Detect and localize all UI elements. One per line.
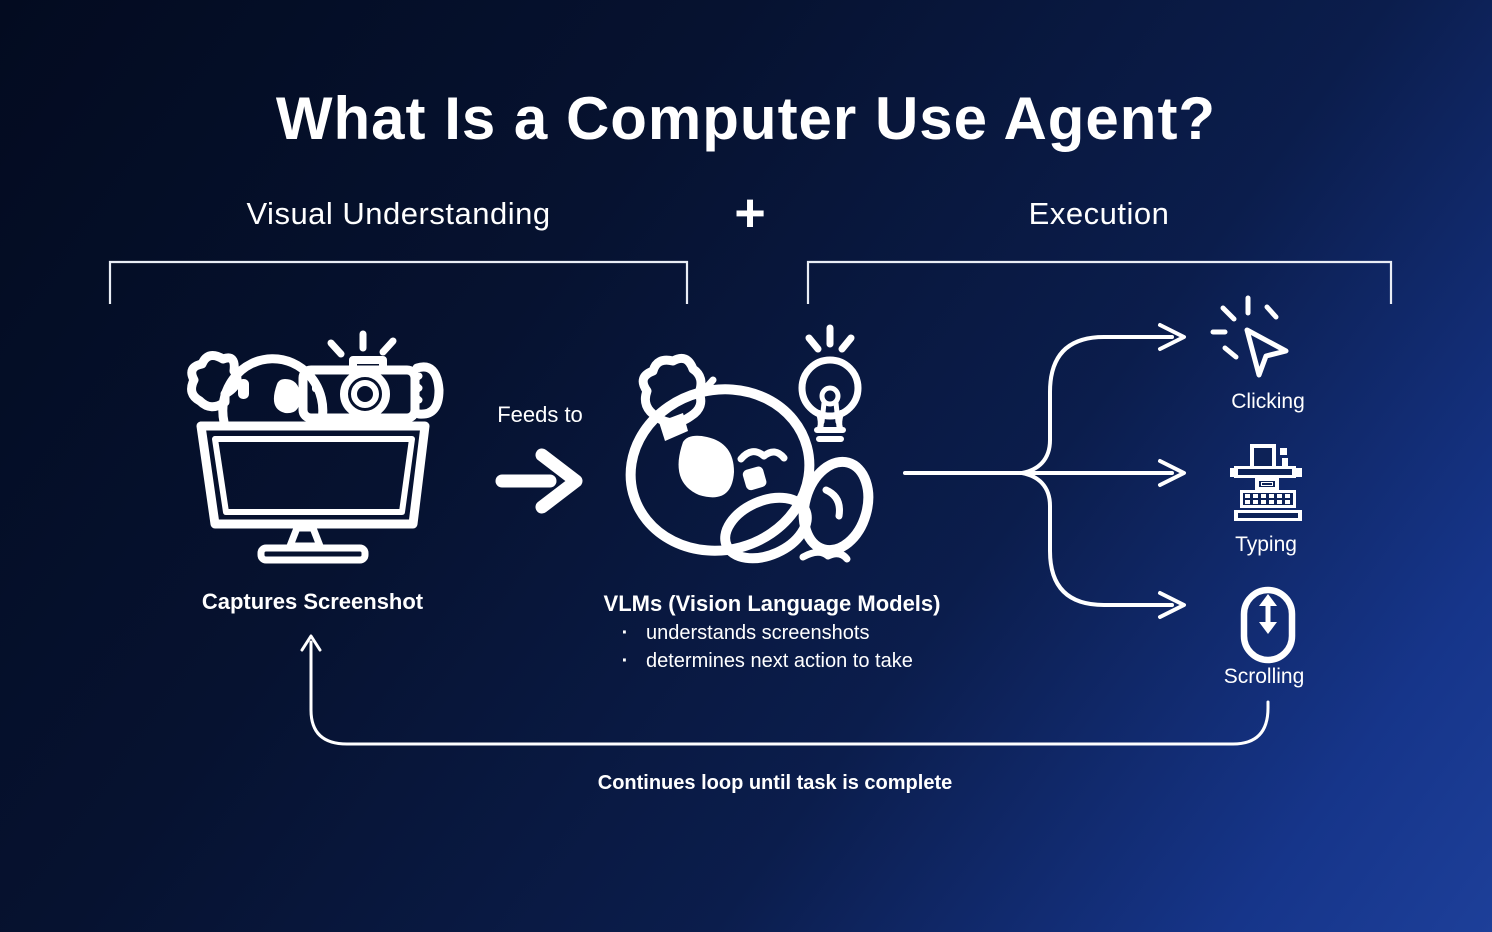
right-bracket	[806, 260, 1393, 304]
bullet-dot: ·	[621, 622, 629, 644]
feeds-to-label: Feeds to	[497, 402, 583, 427]
section-label-execution: Execution	[1028, 196, 1170, 231]
loop-caption: Continues loop until task is complete	[597, 772, 953, 794]
koala-thinking-lightbulb-icon	[625, 324, 874, 564]
feeds-right-arrow-icon	[495, 448, 583, 514]
captures-screenshot-caption: Captures Screenshot	[201, 589, 424, 614]
vlm-bullet-text: understands screenshots	[646, 622, 870, 644]
page-title: What Is a Computer Use Agent?	[275, 85, 1217, 152]
vlm-bullet-item: · understands screenshots	[618, 619, 998, 647]
plus-sign: +	[734, 183, 766, 243]
action-label-clicking: Clicking	[1231, 390, 1305, 413]
koala-camera-monitor-icon	[187, 330, 444, 564]
bullet-dot: ·	[621, 650, 629, 672]
vlm-bullet-item: · determines next action to take	[618, 647, 998, 675]
action-label-typing: Typing	[1235, 533, 1297, 556]
cursor-click-icon	[1210, 295, 1289, 378]
three-way-branch-arrows	[903, 323, 1186, 619]
loop-return-arrow	[300, 634, 1270, 746]
vlm-bullet-text: determines next action to take	[646, 650, 913, 672]
section-label-visual-understanding: Visual Understanding	[246, 196, 551, 231]
left-bracket	[108, 260, 689, 304]
action-label-scrolling: Scrolling	[1223, 665, 1305, 688]
mouse-scroll-icon	[1240, 586, 1296, 664]
vlm-bullet-list: · understands screenshots · determines n…	[618, 619, 998, 675]
typewriter-icon	[1230, 444, 1302, 521]
vlm-title: VLMs (Vision Language Models)	[603, 591, 941, 616]
